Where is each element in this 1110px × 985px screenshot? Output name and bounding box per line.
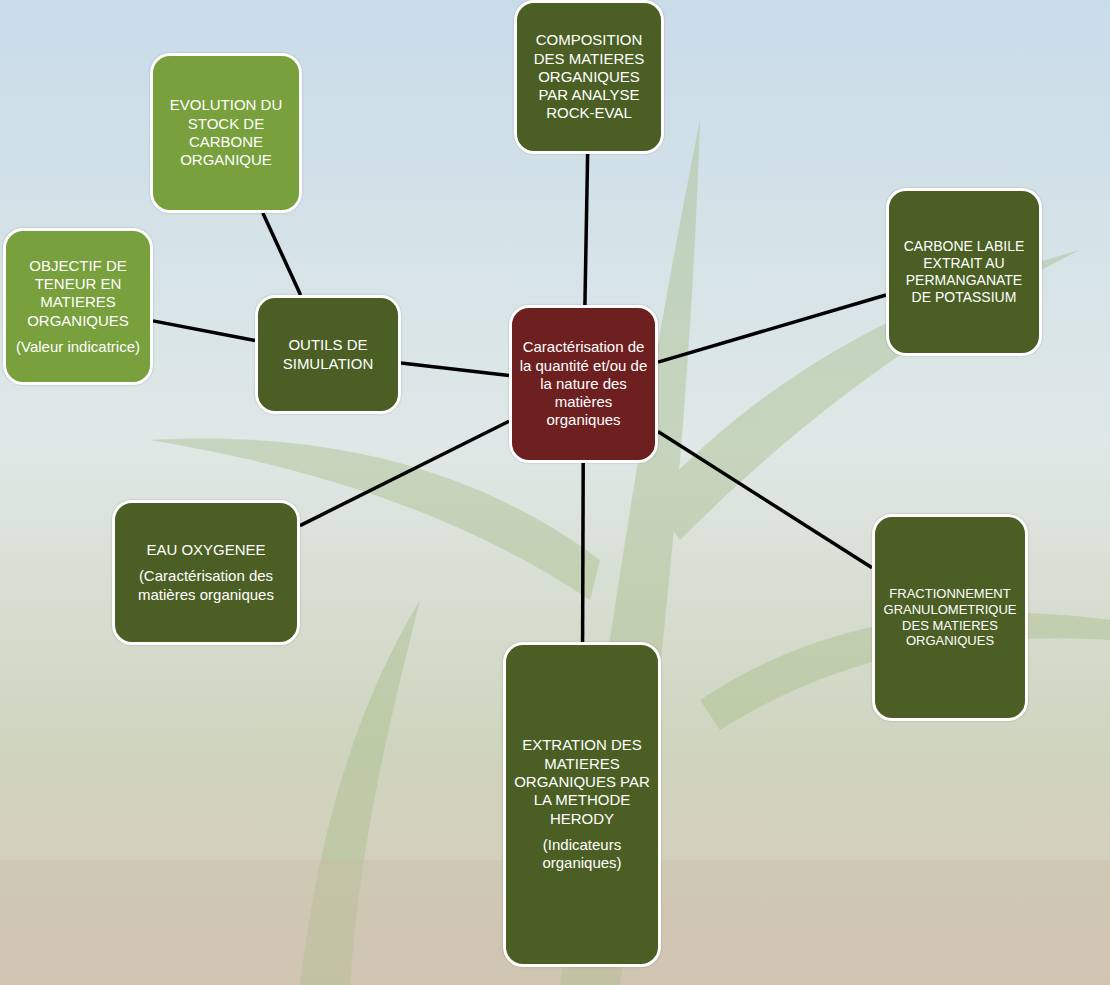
box-label: COMPOSITION DES MATIERES ORGANIQUES PAR … (524, 31, 654, 122)
tool-box: OUTILS DE SIMULATION (255, 295, 401, 414)
method-box: COMPOSITION DES MATIERES ORGANIQUES PAR … (514, 0, 664, 154)
box-note: (Valeur indicatrice) (16, 338, 140, 356)
connector-line (581, 463, 585, 642)
connector-line (401, 363, 509, 375)
method-box: FRACTIONNEMENT GRANULOMETRIQUE DES MATIE… (872, 514, 1028, 721)
method-box: EAU OXYGENEE (Caractérisation des matière… (112, 500, 300, 645)
box-label: OUTILS DE SIMULATION (265, 336, 391, 373)
box-label: EVOLUTION DU STOCK DE CARBONE ORGANIQUE (160, 96, 292, 169)
box-label: FRACTIONNEMENT GRANULOMETRIQUE DES MATIE… (882, 586, 1018, 649)
connector-line (585, 154, 588, 305)
box-label: EAU OXYGENEE (146, 541, 265, 559)
box-note: (Caractérisation des matières organiques (122, 567, 290, 604)
box-note: (Indicateurs organiques) (513, 836, 651, 873)
simulation-output-box: EVOLUTION DU STOCK DE CARBONE ORGANIQUE (150, 53, 302, 213)
connector-line (300, 421, 509, 525)
box-label: CARBONE LABILE EXTRAIT AU PERMANGANATE D… (896, 238, 1032, 306)
method-box: EXTRATION DES MATIERES ORGANIQUES PAR LA… (503, 642, 661, 967)
connector-line (658, 295, 886, 362)
connector-line (263, 213, 301, 295)
connector-line (658, 431, 872, 567)
box-label: Caractérisation de la quantité et/ou de … (519, 338, 648, 429)
simulation-output-box: OBJECTIF DE TENEUR EN MATIERES ORGANIQUE… (3, 228, 153, 385)
method-box: CARBONE LABILE EXTRAIT AU PERMANGANATE D… (886, 188, 1042, 356)
box-label: EXTRATION DES MATIERES ORGANIQUES PAR LA… (513, 736, 651, 827)
connector-line (153, 321, 255, 341)
box-label: OBJECTIF DE TENEUR EN MATIERES ORGANIQUE… (13, 257, 143, 330)
central-topic-box: Caractérisation de la quantité et/ou de … (509, 305, 658, 463)
